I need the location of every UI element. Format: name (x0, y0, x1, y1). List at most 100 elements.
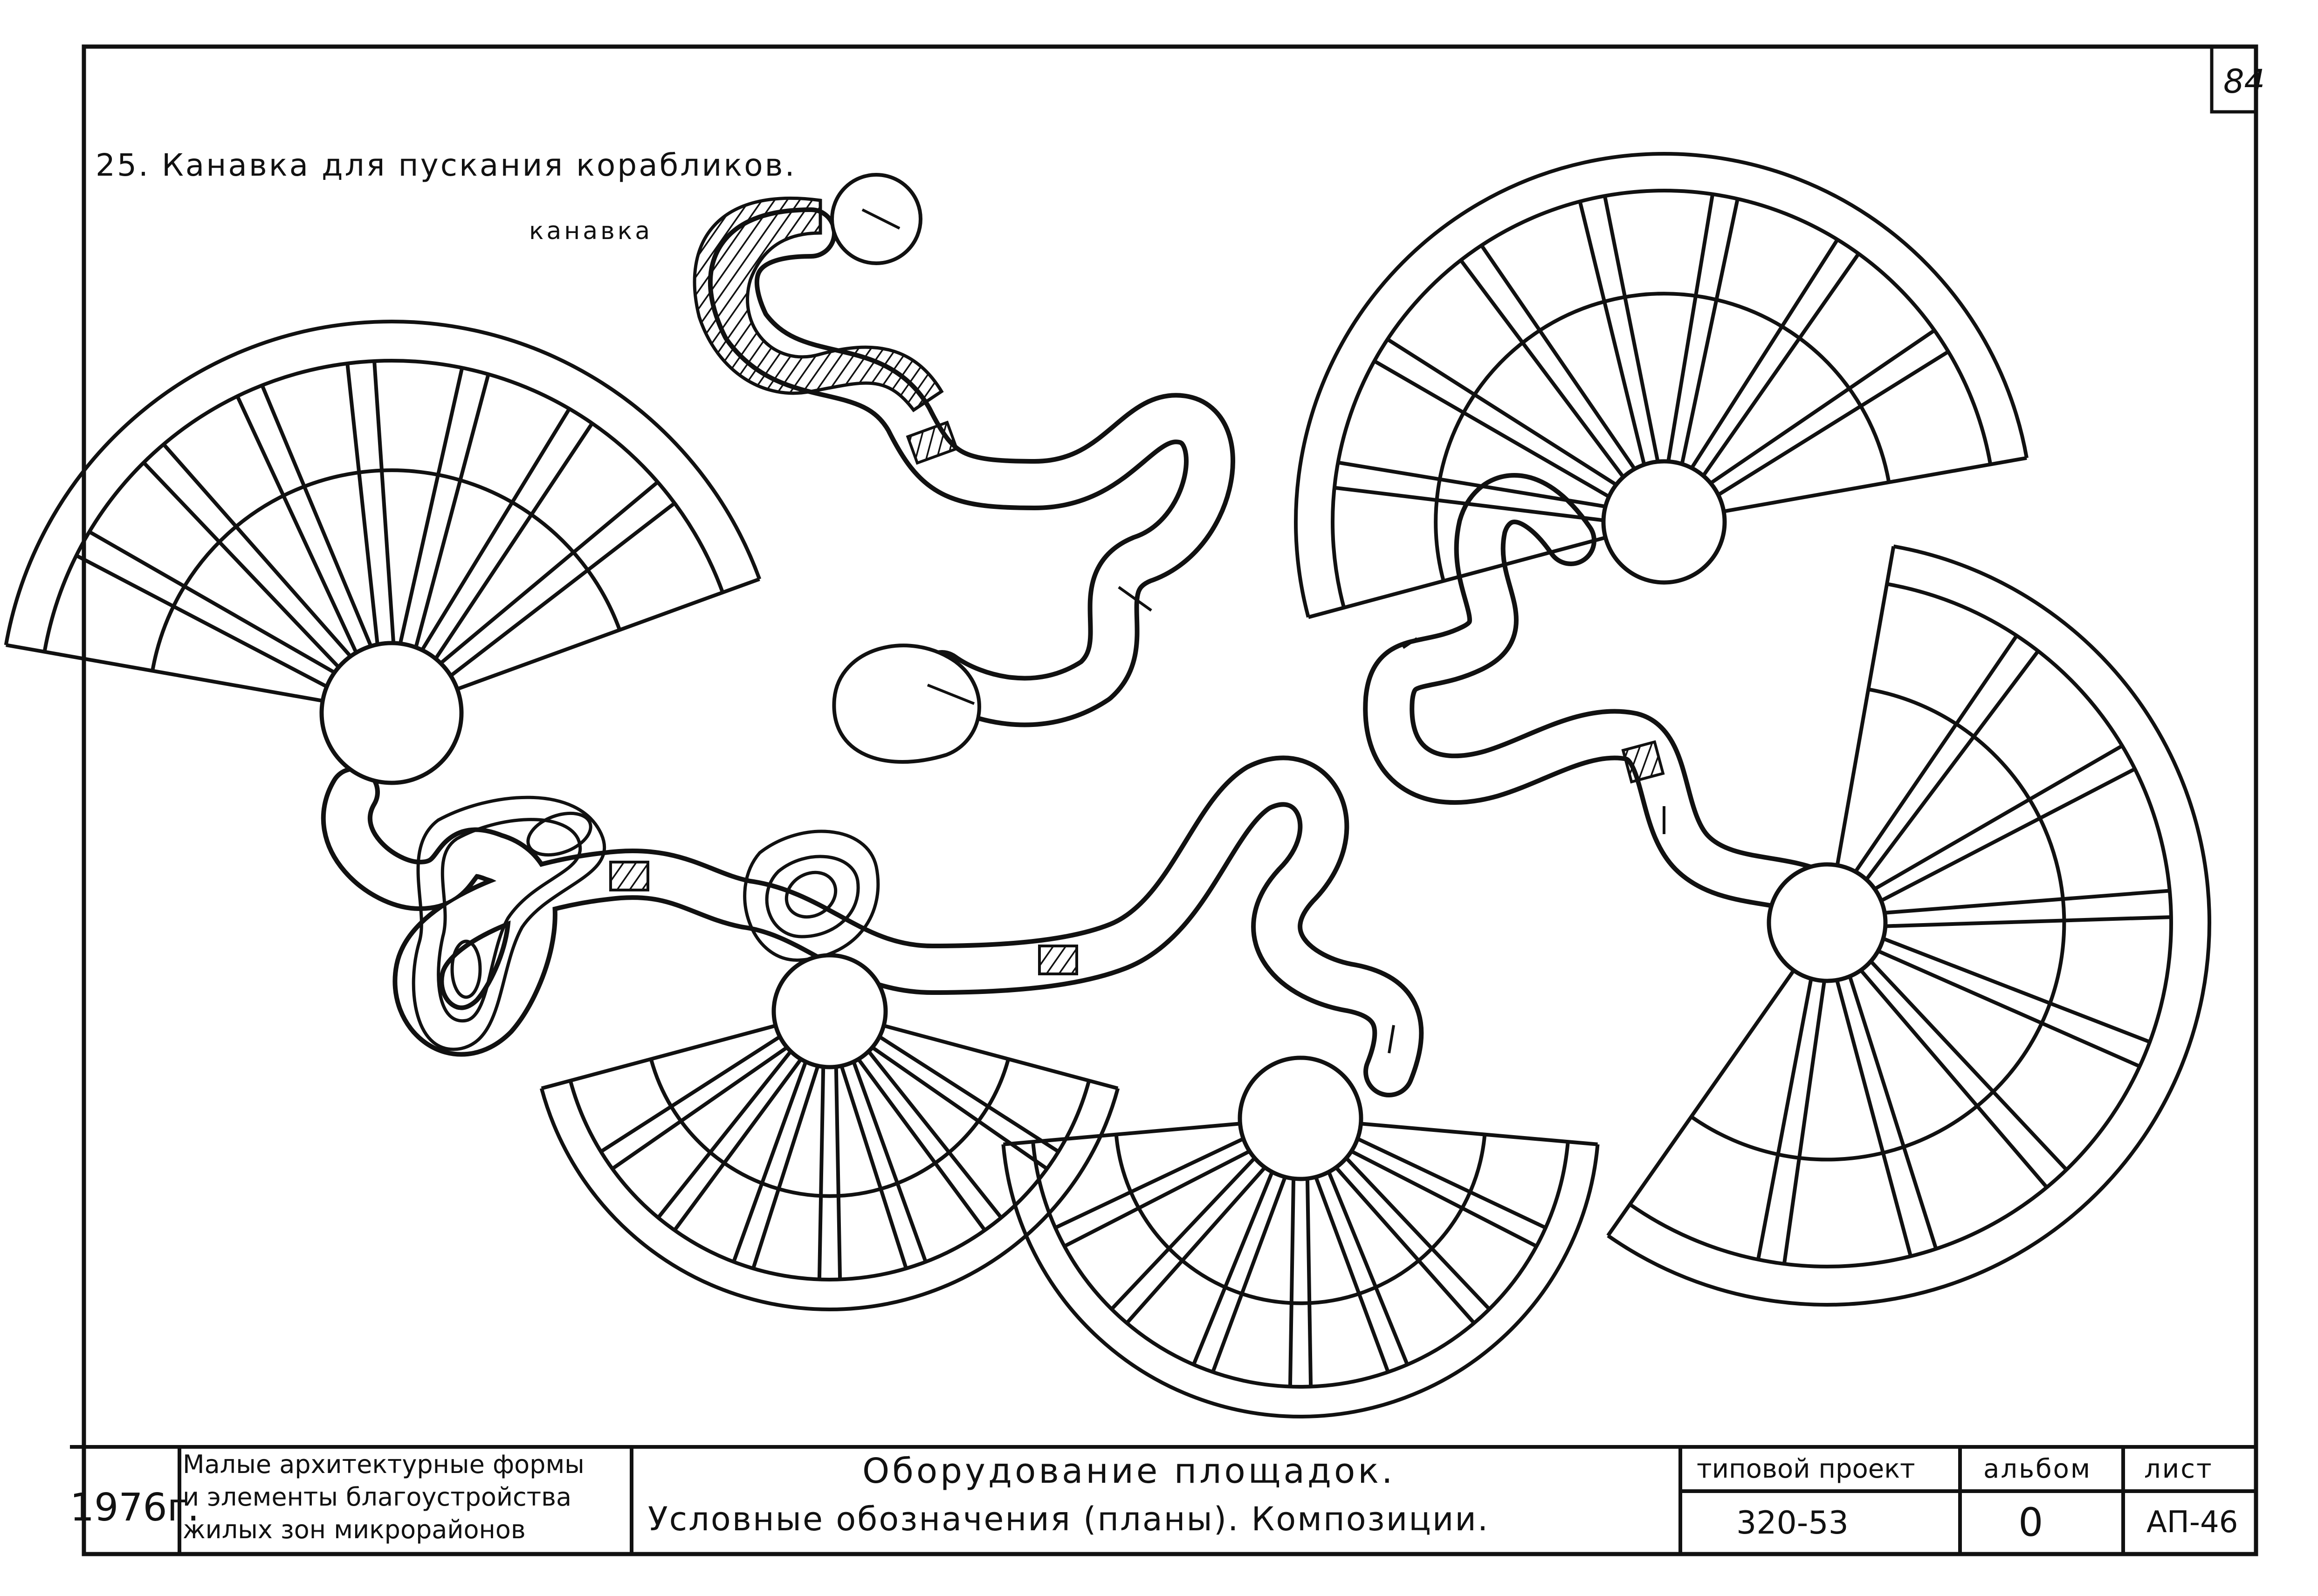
fan-edge (1606, 921, 1829, 1237)
canal (321, 207, 1843, 1097)
series-line: жилых зон микрорайонов (183, 1515, 526, 1544)
fan-arc (42, 359, 725, 652)
title-block-series: Малые архитектурные формы и элементы бла… (183, 1448, 585, 1546)
fan-spoke (1063, 1149, 1251, 1248)
fan-arc (1114, 1134, 1487, 1305)
fan-spoke (449, 501, 676, 678)
fan-spoke (1480, 244, 1637, 470)
fan-spoke (1125, 1166, 1266, 1324)
fan-spoke (235, 395, 358, 654)
fan-spoke (1327, 1171, 1409, 1365)
fan-spoke (434, 422, 594, 660)
fan-spoke (1386, 337, 1617, 486)
fan-spoke (414, 374, 490, 648)
fan-spoke (1756, 978, 1813, 1260)
pools (830, 173, 981, 764)
fan-arc (1607, 544, 2212, 1307)
sheet-header: лист (2144, 1454, 2213, 1484)
fan-arc (1294, 152, 2029, 618)
fan-spoke (1885, 915, 2172, 928)
title-block-grid (70, 1445, 2256, 1554)
fan-spoke (439, 480, 659, 665)
fan-spoke (75, 554, 328, 688)
series-line: и элементы благоустройства (183, 1482, 572, 1512)
fan-spoke (751, 1065, 820, 1269)
album-header: альбом (1983, 1454, 2092, 1484)
fan-edge (1825, 546, 1896, 923)
fan-spoke (1854, 634, 2018, 873)
fan-spoke (656, 1050, 792, 1219)
fan-spoke (599, 1035, 781, 1153)
fan-spoke (834, 1067, 842, 1280)
fan-spoke (1880, 767, 2136, 903)
fan-spoke (1192, 1171, 1274, 1365)
fan-spoke (1782, 980, 1826, 1264)
fan-spoke (611, 1046, 788, 1171)
fan-spoke (1334, 486, 1604, 522)
fan-spoke (1603, 195, 1660, 462)
fan-spoke (867, 1050, 1003, 1219)
fan-spoke (1578, 201, 1646, 466)
sheet-frame (82, 44, 2258, 1556)
fan-spoke (1701, 253, 1860, 477)
fan-spoke (372, 361, 396, 644)
fan-spoke (1314, 1176, 1390, 1373)
flow-arrows (861, 208, 1665, 1054)
fan-spoke (1054, 1137, 1245, 1230)
bridges (609, 420, 1665, 975)
fan-spoke (1337, 460, 1606, 508)
series-line: Малые архитектурные формы (183, 1450, 585, 1479)
fan-spoke (260, 384, 373, 647)
canal-label: канавка (529, 217, 653, 245)
album-value: 0 (2018, 1500, 2043, 1545)
drawing-caption: 25. Канавка для пускания корабликов. (96, 147, 797, 183)
fan-spoke (732, 1061, 808, 1263)
fan-arc (1434, 292, 1891, 582)
fan-spoke (1459, 259, 1625, 479)
fan-spoke (142, 461, 340, 669)
fan-arc (649, 1058, 1011, 1198)
project-header: типовой проект (1697, 1454, 1915, 1484)
fan-spoke (345, 363, 379, 645)
fan-spoke (1356, 1137, 1547, 1230)
fan-spoke (1864, 650, 2040, 881)
fan-spoke (1345, 1157, 1491, 1311)
title-block-title-line1: Оборудование площадок. (862, 1451, 1396, 1491)
fan-spoke (878, 1035, 1060, 1153)
fan-spoke (1882, 937, 2151, 1044)
fan-arc (151, 468, 622, 671)
fan-spoke (1288, 1178, 1296, 1387)
fan-sectors (4, 152, 2212, 1418)
hatched-slope (693, 197, 944, 412)
fan-arc (539, 1088, 1120, 1311)
fan-spoke (88, 530, 336, 674)
fan-spoke (817, 1067, 825, 1280)
fan-arc (1001, 1144, 1600, 1418)
contour-hills (412, 795, 880, 1051)
fan-spoke (1859, 969, 2049, 1189)
fan-arc (1629, 582, 2173, 1268)
fan-spoke (1373, 359, 1610, 499)
fan-arc (1690, 687, 2066, 1162)
fan-spoke (1709, 329, 1936, 485)
fan-spoke (1884, 889, 2170, 915)
fan-spoke (1211, 1176, 1287, 1373)
fan-spoke (871, 1046, 1048, 1171)
fan-spoke (1305, 1178, 1313, 1387)
fan-arc (1331, 188, 1993, 609)
fan-arc (1031, 1141, 1570, 1389)
fan-spoke (1680, 198, 1740, 465)
fan-spoke (1110, 1157, 1256, 1311)
fan-arc (4, 320, 762, 645)
title-block-year: 1976г. (70, 1486, 199, 1530)
fan-spoke (1848, 975, 1938, 1250)
project-value: 320-53 (1736, 1505, 1849, 1541)
fan-spoke (1869, 960, 2068, 1171)
sheet-value: АП-46 (2146, 1505, 2238, 1540)
fan-spoke (1877, 949, 2141, 1069)
fan-spoke (162, 443, 352, 658)
fan-hubs (319, 459, 1888, 1181)
sheet-number: 84 (2223, 62, 2265, 101)
fan-spoke (1690, 238, 1839, 469)
fan-spoke (673, 1058, 803, 1232)
